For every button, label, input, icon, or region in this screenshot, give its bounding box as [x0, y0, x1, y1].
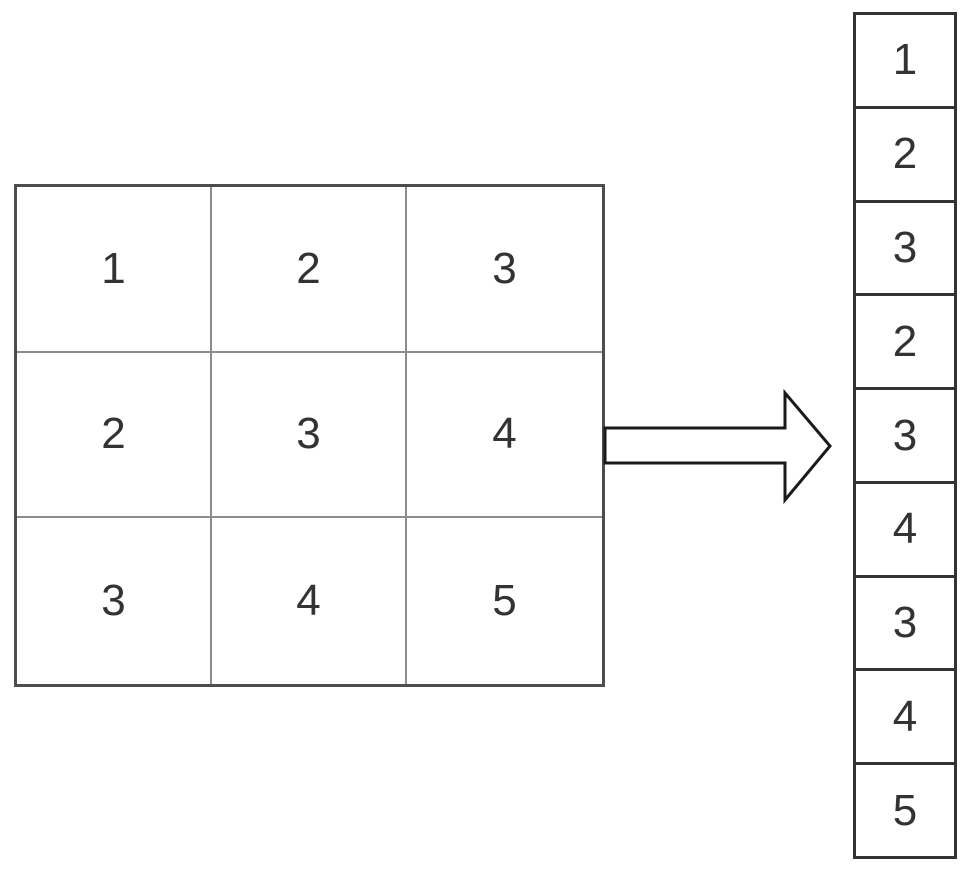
matrix-cell: 3: [17, 518, 212, 684]
vector-cell: 2: [856, 109, 954, 203]
matrix-grid: 1 2 3 2 3 4 3 4 5: [14, 184, 605, 687]
matrix-cell: 3: [212, 352, 407, 519]
vector-cell: 2: [856, 296, 954, 391]
matrix-cell: 4: [212, 518, 407, 684]
matrix-cell: 5: [492, 576, 517, 626]
matrix-cell: 3: [407, 187, 602, 353]
vector-cell: 1: [856, 15, 954, 109]
vector-cell: 3: [856, 578, 954, 672]
vector-cell: 5: [892, 785, 918, 835]
matrix-cell: 4: [407, 353, 602, 519]
flatten-arrow-icon: [603, 388, 832, 505]
vector-cell: 4: [856, 671, 954, 766]
flattened-vector: 1 2 3 2 3 4 3 4 5: [853, 12, 957, 859]
vector-cell: 3: [856, 203, 954, 297]
vector-cell: 3: [856, 390, 954, 484]
vector-cell: 4: [856, 484, 954, 578]
matrix-cell: 2: [212, 187, 407, 353]
matrix-cell: 2: [17, 352, 212, 519]
matrix-cell: 1: [17, 187, 212, 353]
